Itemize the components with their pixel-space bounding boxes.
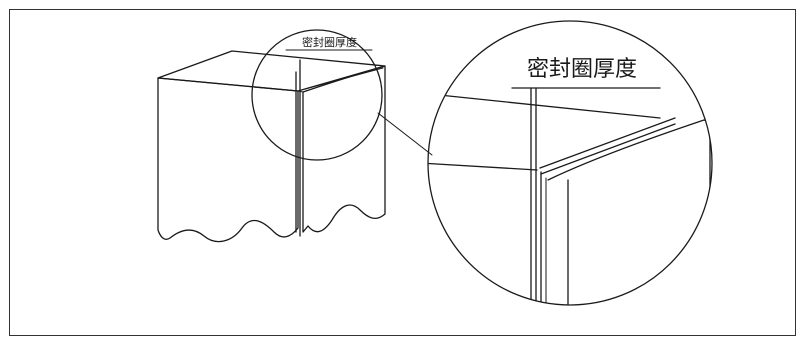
- small-seal-label: 密封圈厚度: [302, 35, 357, 49]
- detail-circle-small: [251, 29, 383, 161]
- door-body: [302, 65, 386, 233]
- seal-strip-zoom: [539, 117, 676, 175]
- cabinet-drawing: 密封圈厚度: [157, 35, 386, 243]
- cabinet-top: [157, 50, 386, 92]
- door-face-zoom: [547, 119, 711, 305]
- figure-frame: [9, 9, 796, 336]
- magnify-connector-line: [377, 112, 433, 156]
- cabinet-top-edge-zoom: [428, 92, 661, 119]
- enlarged-detail: 密封圈厚度: [427, 20, 713, 306]
- large-seal-label: 密封圈厚度: [527, 57, 637, 82]
- cabinet-side-edge-zoom: [428, 162, 538, 171]
- cabinet-front: [157, 77, 299, 243]
